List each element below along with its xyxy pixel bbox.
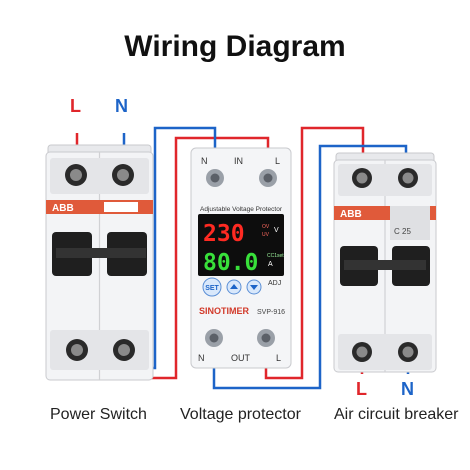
protector-top-l-label: L [275,156,280,166]
terminal-screw-icon[interactable] [112,164,134,186]
power-switch: ABB [45,144,154,381]
current-setting-label: CC1set [267,253,284,259]
voltage-protector: N IN L Adjustable Voltage Protector 230 … [190,147,292,369]
terminal-screw-icon[interactable] [398,342,418,362]
terminal-screw-icon[interactable] [352,168,372,188]
terminal-screw-icon[interactable] [205,329,223,347]
power-switch-caption: Power Switch [50,406,147,423]
air-circuit-breaker-caption: Air circuit breaker [334,406,459,423]
display-panel [198,214,284,276]
power-switch-brand: ABB [52,203,74,214]
protector-header: Adjustable Voltage Protector [200,206,283,213]
output-neutral-label: N [401,379,414,399]
protector-top-in-label: IN [234,156,243,166]
current-unit: A [268,261,273,268]
voltage-protector-caption: Voltage protector [180,406,301,423]
terminal-screw-icon[interactable] [206,169,224,187]
protector-brand: SINOTIMER [199,306,250,316]
terminal-screw-icon[interactable] [113,339,135,361]
wire-line-protector-to-breaker [264,126,365,380]
terminal-screw-icon[interactable] [259,169,277,187]
breaker-brand: ABB [340,209,362,220]
breaker-rating: C 25 [394,227,411,236]
protector-bottom-l-label: L [276,353,281,363]
input-neutral-label: N [115,96,128,116]
terminal-screw-icon[interactable] [352,342,372,362]
arrow-up-icon[interactable] [226,279,242,295]
protector-top-n-label: N [201,156,208,166]
terminal-screw-icon[interactable] [65,164,87,186]
protector-bottom-n-label: N [198,353,205,363]
terminal-screw-icon[interactable] [398,168,418,188]
wire-neutral-protector-to-breaker [212,144,408,390]
diagram-title: Wiring Diagram [124,30,346,63]
set-button[interactable]: SET [202,277,222,297]
arrow-down-icon[interactable] [246,279,262,295]
voltage-reading: 230 [203,221,245,247]
current-reading: 80.0 [203,250,258,276]
output-line-label: L [356,379,367,399]
terminal-screw-icon[interactable] [257,329,275,347]
protector-bottom-out-label: OUT [231,353,251,363]
protector-model: SVP-916 [257,309,285,316]
uv-indicator: UV [262,232,270,238]
input-line-label: L [70,96,81,116]
ov-indicator: OV [262,224,270,230]
voltage-unit: V [274,227,279,234]
adj-label: ADJ [268,280,281,287]
set-button-label: SET [205,285,219,292]
air-circuit-breaker: ABB C 25 [333,152,437,373]
terminal-screw-icon[interactable] [66,339,88,361]
